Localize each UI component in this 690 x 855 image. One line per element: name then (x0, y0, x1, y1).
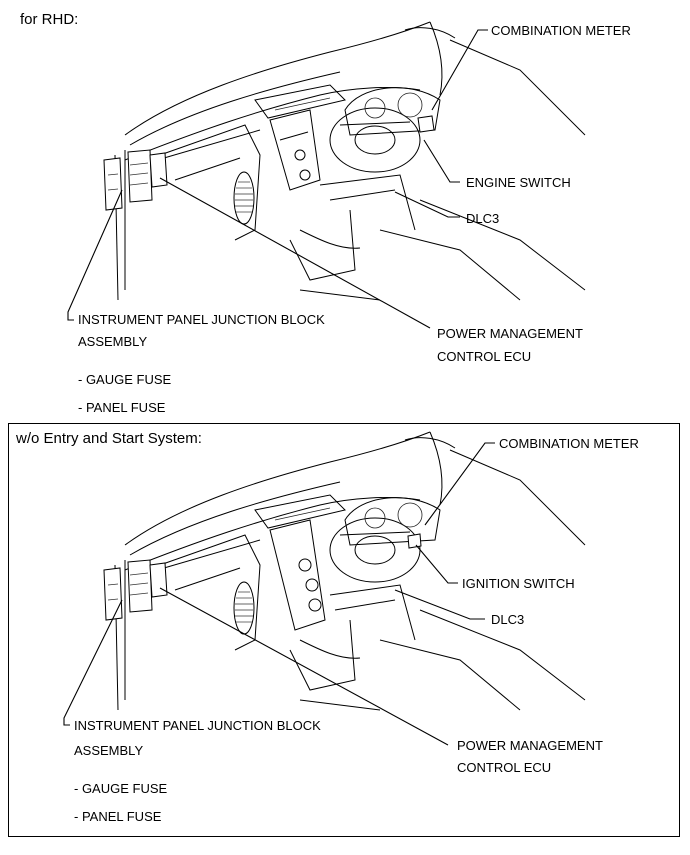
no-entry-ignition-switch-label: IGNITION SWITCH (462, 576, 575, 591)
no-entry-combination-meter-label: COMBINATION METER (499, 436, 639, 451)
no-entry-section-frame (8, 423, 680, 837)
no-entry-power-mgmt-label: POWER MANAGEMENT (457, 738, 603, 753)
rhd-engine-switch-label: ENGINE SWITCH (466, 175, 571, 190)
no-entry-junction-block-label-2: ASSEMBLY (74, 743, 144, 758)
no-entry-gauge-fuse-label: - GAUGE FUSE (74, 781, 168, 796)
no-entry-junction-block-label: INSTRUMENT PANEL JUNCTION BLOCK (74, 718, 321, 733)
rhd-junction-block-label-2: ASSEMBLY (78, 334, 148, 349)
no-entry-power-mgmt-label-2: CONTROL ECU (457, 760, 552, 775)
rhd-dlc3-label: DLC3 (466, 211, 500, 226)
rhd-power-mgmt-label-2: CONTROL ECU (437, 349, 532, 364)
rhd-combination-meter-label: COMBINATION METER (491, 23, 631, 38)
rhd-gauge-fuse-label: - GAUGE FUSE (78, 372, 172, 387)
rhd-section-title: for RHD: (20, 11, 79, 28)
no-entry-section-title: w/o Entry and Start System: (16, 430, 202, 447)
rhd-junction-block-label: INSTRUMENT PANEL JUNCTION BLOCK (78, 312, 325, 327)
rhd-power-mgmt-label: POWER MANAGEMENT (437, 326, 583, 341)
rhd-panel-fuse-label: - PANEL FUSE (78, 400, 166, 415)
no-entry-dlc3-label: DLC3 (491, 612, 525, 627)
rhd-dashboard-illustration (67, 21, 586, 329)
no-entry-panel-fuse-label: - PANEL FUSE (74, 809, 162, 824)
